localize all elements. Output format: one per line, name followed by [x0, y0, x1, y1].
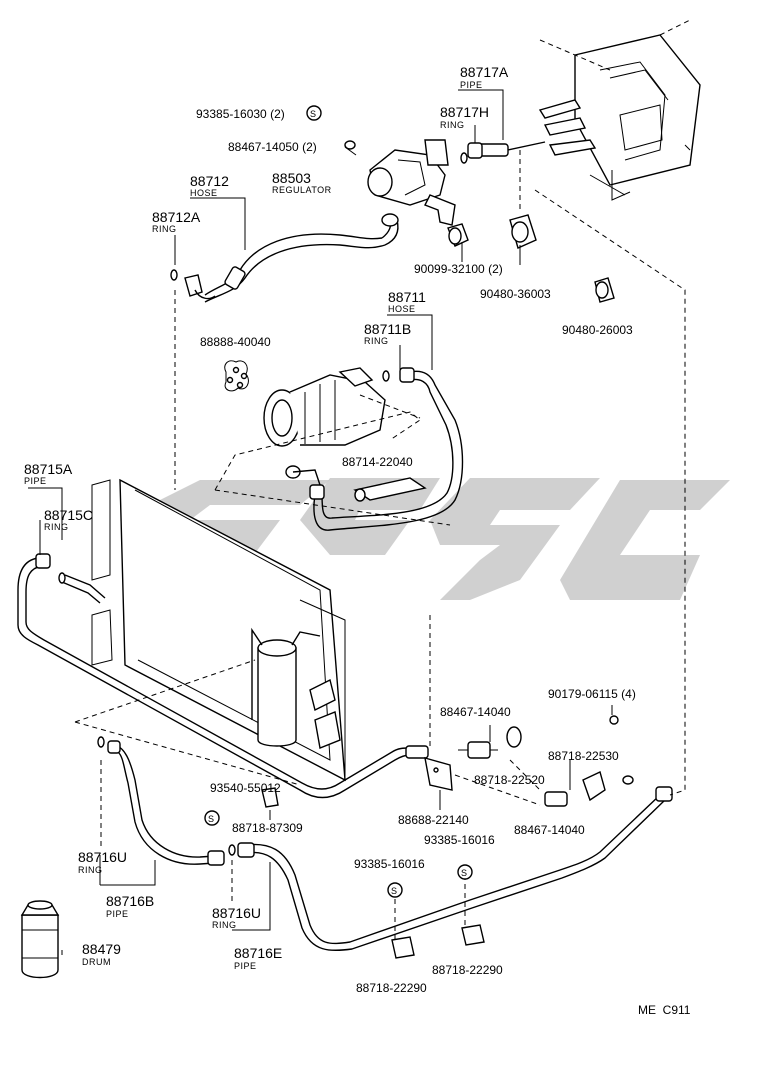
evaporator-unit — [538, 19, 701, 201]
label-88712: 88712 — [190, 173, 229, 189]
label-90099-32100: 90099-32100 (2) — [414, 262, 503, 276]
label-90480-36003: 90480-36003 — [480, 287, 551, 301]
label-88717h-sub: RING — [440, 120, 465, 130]
label-88718-22290-b: 88718-22290 — [356, 981, 427, 995]
label-88716b-sub: PIPE — [106, 909, 129, 919]
label-88718-22290-a: 88718-22290 — [432, 963, 503, 977]
label-88716e: 88716E — [234, 945, 282, 961]
label-88711b: 88711B — [364, 321, 411, 337]
label-88716e-sub: PIPE — [234, 961, 257, 971]
pipe-88717a-fitting — [460, 141, 546, 164]
label-88715a-sub: PIPE — [24, 476, 47, 486]
label-93385-16030: 93385-16030 (2) — [196, 107, 285, 121]
label-88503-sub: REGULATOR — [272, 185, 332, 195]
label-88503: 88503 — [272, 170, 311, 186]
regulator-88503 — [344, 139, 456, 226]
label-88688-22140: 88688-22140 — [398, 813, 469, 827]
label-88479: 88479 — [82, 941, 121, 957]
receiver-dryer — [251, 627, 341, 749]
s-mark-text: S — [208, 814, 215, 824]
label-88715c: 88715C — [44, 507, 93, 523]
label-88716u-b-sub: RING — [212, 920, 237, 930]
s-mark-text: S — [461, 868, 468, 878]
label-88715c-sub: RING — [44, 522, 69, 532]
label-88479-sub: DRUM — [82, 957, 111, 967]
label-88716u-a-sub: RING — [78, 865, 103, 875]
pressure-switch-88467-14040-b — [544, 715, 634, 807]
label-88716u-a: 88716U — [78, 849, 127, 865]
leader-lines — [28, 89, 613, 955]
label-88467-14040-b: 88467-14040 — [514, 823, 585, 837]
s-marks: S S S S — [204, 105, 473, 898]
label-88712a-sub: RING — [152, 224, 177, 234]
pipe-88716b — [97, 736, 225, 866]
label-88716b: 88716B — [106, 893, 154, 909]
clamp-88718-87309 — [261, 787, 279, 808]
label-88718-22520: 88718-22520 — [474, 773, 545, 787]
label-90480-26003: 90480-26003 — [562, 323, 633, 337]
s-mark-text: S — [310, 109, 317, 119]
label-88717a-sub: PIPE — [460, 80, 483, 90]
bracket-88688-22140 — [424, 757, 453, 791]
pipe-88716e — [228, 786, 673, 952]
label-93385-16016-b: 93385-16016 — [354, 857, 425, 871]
label-93385-16016-a: 93385-16016 — [424, 833, 495, 847]
drum-88479 — [20, 900, 60, 979]
label-88717h: 88717H — [440, 104, 489, 120]
clamp-88718-22290 — [391, 924, 485, 959]
label-88712-sub: HOSE — [190, 188, 218, 198]
label-88717a: 88717A — [460, 64, 509, 80]
pressure-switch-88467-14040-a — [458, 726, 522, 759]
label-93540-55012: 93540-55012 — [210, 781, 281, 795]
label-88711: 88711 — [388, 289, 426, 305]
bushings — [447, 214, 615, 303]
compressor — [214, 360, 421, 491]
label-88718-87309: 88718-87309 — [232, 821, 303, 835]
dashed-connectors — [74, 150, 686, 940]
label-88711-sub: HOSE — [388, 304, 416, 314]
label-88718-22530: 88718-22530 — [548, 749, 619, 763]
diagram-code: ME C911 — [638, 1003, 691, 1017]
label-88888-40040: 88888-40040 — [200, 335, 271, 349]
label-88715a: 88715A — [24, 461, 73, 477]
label-88711b-sub: RING — [364, 336, 389, 346]
hose-88712 — [170, 213, 399, 303]
pipe-88715a — [17, 553, 429, 799]
label-88467-14050: 88467-14050 (2) — [228, 140, 317, 154]
label-88712a: 88712A — [152, 209, 201, 225]
label-88467-14040-a: 88467-14040 — [440, 705, 511, 719]
part-labels: 93385-16030 (2) 88467-14050 (2) 88717A P… — [24, 64, 691, 1017]
label-90179-06115: 90179-06115 (4) — [548, 687, 636, 701]
hose-88711 — [285, 367, 464, 531]
label-88714-22040: 88714-22040 — [342, 455, 413, 469]
s-mark-text: S — [391, 886, 398, 896]
label-88716u-b: 88716U — [212, 905, 261, 921]
